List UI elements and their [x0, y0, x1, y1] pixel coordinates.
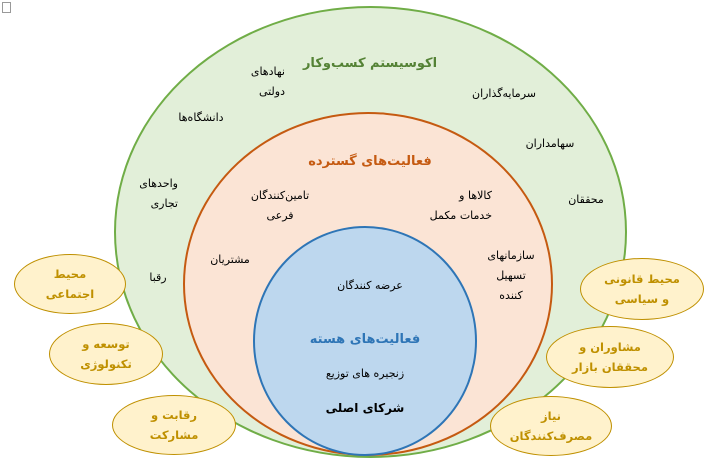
- social-environment-bubble: [14, 254, 126, 314]
- competition-label: رقابت و مشارکت: [149, 408, 199, 442]
- government-label: نهادهای دولتی: [250, 65, 285, 98]
- competitors-label: رقبا: [149, 271, 167, 284]
- social-environment-label: محیط اجتماعی: [45, 267, 95, 301]
- investors-label: سرمایه‌گذاران: [471, 87, 536, 100]
- universities-label: دانشگاه‌ها: [178, 111, 224, 124]
- consultants-bubble: [546, 326, 674, 388]
- extended-title: فعالیت‌های گسترده: [308, 154, 432, 169]
- customers-label: مشتریان: [210, 253, 250, 266]
- ecosystem-title: اکوسیستم کسب‌وکار: [302, 56, 438, 71]
- complementary-goods-label: کالاها و خدمات مکمل: [429, 189, 492, 222]
- researchers-label: محققان: [568, 193, 604, 206]
- consumer-needs-label: نیاز مصرف‌کنندگان: [509, 409, 593, 443]
- consumer-needs-bubble: [490, 396, 612, 456]
- business-units-label: واحدهای تجاری: [139, 177, 178, 210]
- legal-environment-label: محیط قانونی و سیاسی: [604, 272, 680, 306]
- suppliers-label: عرضه کنندگان: [337, 279, 403, 292]
- distribution-label: زنجیره های توزیع: [325, 367, 405, 380]
- technology-label: توسعه و تکنولوژی: [80, 337, 132, 371]
- competition-bubble: [112, 395, 236, 455]
- partners-label: شرکای اصلی: [325, 401, 405, 415]
- technology-bubble: [49, 323, 163, 385]
- shareholders-label: سهامداران: [525, 137, 575, 150]
- corner-marker-icon: [2, 2, 11, 13]
- core-activities-circle: [253, 226, 477, 456]
- core-title: فعالیت‌های هسته: [309, 332, 421, 347]
- sub-suppliers-label: تامین‌کنندگان فرعی: [250, 189, 310, 222]
- facilitators-label: سازمانهای تسهیل کننده: [487, 249, 535, 302]
- legal-environment-bubble: [580, 258, 704, 320]
- consultants-label: مشاوران و محققان بازار: [572, 340, 648, 374]
